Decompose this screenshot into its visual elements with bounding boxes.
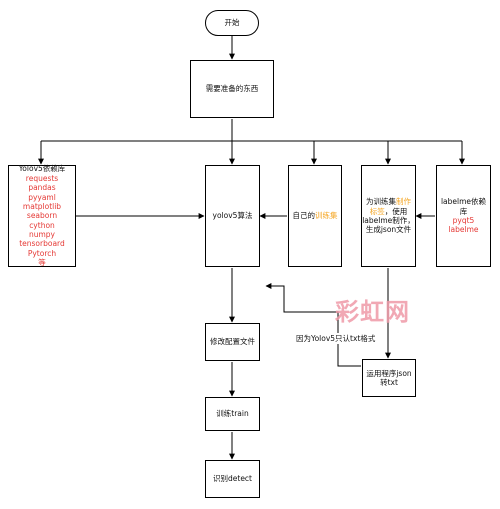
labelme-dep-labelme: labelme: [448, 225, 479, 235]
label-task-line3: labelme制作，: [362, 216, 415, 225]
dep-etc: 等: [38, 258, 46, 268]
dep-requests: requests: [25, 173, 59, 183]
train-label: 训练train: [216, 409, 249, 419]
dataset-label-highlight: 训练集: [315, 211, 338, 221]
label-task-line1-pre: 为训练集: [366, 197, 396, 207]
start-label: 开始: [224, 18, 240, 28]
label-task-node: 为训练集制作 标签，使用 labelme制作， 生成json文件: [361, 165, 416, 267]
dep-numpy: numpy: [28, 230, 55, 240]
json-to-txt-node: 运用程序json 转txt: [362, 359, 416, 397]
dep-seaborn: seaborn: [26, 211, 58, 221]
dep-pytorch: Pytorch: [27, 248, 57, 258]
watermark: 彩虹网: [335, 298, 410, 326]
deps-title: Yolov5依赖库: [18, 164, 66, 174]
detect-node: 识别detect: [205, 460, 260, 498]
convert-line1: 运用程序json: [366, 368, 412, 378]
yolov5-algorithm-node: yolov5算法: [205, 165, 260, 267]
prepare-node: 需要准备的东西: [190, 60, 274, 118]
dataset-node: 自己的训练集: [288, 165, 342, 267]
label-task-line2-highlight: 标签: [369, 206, 385, 216]
label-task-line2: 标签，使用: [370, 207, 408, 216]
dep-pandas: pandas: [28, 183, 56, 193]
label-task-line4: 生成json文件: [365, 225, 412, 235]
train-node: 训练train: [205, 397, 260, 431]
label-task-line2-post: ，使用: [384, 206, 408, 216]
txt-format-edge-label: 因为Yolov5只认txt格式: [296, 333, 376, 344]
yolov5-deps-node: Yolov5依赖库 requests pandas pyyaml matplot…: [8, 164, 76, 268]
prepare-label: 需要准备的东西: [205, 84, 259, 94]
label-task-line1-highlight: 制作: [396, 197, 411, 207]
edge-convert-to-yolov5: [265, 283, 361, 367]
dataset-label-pre: 自己的: [292, 211, 316, 221]
labelme-deps-title-line2: 库: [459, 206, 468, 216]
dep-matplotlib: matplotlib: [22, 201, 62, 211]
dep-cython: cython: [29, 220, 55, 230]
yolov5-label: yolov5算法: [212, 211, 253, 221]
labelme-deps-node: labelme依赖 库 pyqt5 labelme: [436, 165, 491, 267]
detect-label: 识别detect: [213, 474, 252, 484]
dep-tensorboard: tensorboard: [19, 239, 65, 249]
modify-config-label: 修改配置文件: [210, 337, 255, 347]
dataset-label: 自己的训练集: [293, 211, 338, 220]
convert-line2: 转txt: [380, 378, 398, 387]
labelme-deps-title-line1: labelme依赖: [440, 197, 487, 207]
modify-config-node: 修改配置文件: [205, 323, 260, 361]
labelme-dep-pyqt5: pyqt5: [452, 216, 475, 225]
start-node: 开始: [205, 10, 259, 36]
label-task-line1: 为训练集制作: [366, 197, 411, 206]
dep-pyyaml: pyyaml: [28, 192, 56, 202]
